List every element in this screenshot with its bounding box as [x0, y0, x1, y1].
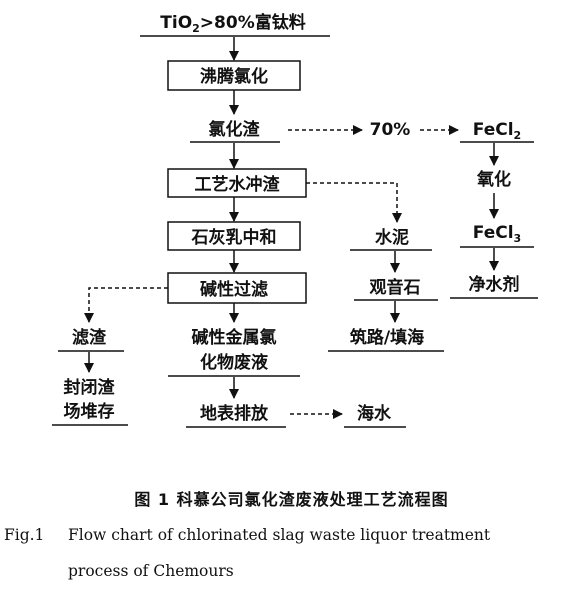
- node-closed-storage-line2: 场堆存: [64, 401, 115, 422]
- caption-english-line2: process of Chemours: [68, 562, 234, 580]
- node-lime-neutralization: 石灰乳中和: [191, 227, 277, 248]
- node-closed-storage-line1: 封闭渣: [64, 377, 116, 398]
- flow-chart: TiO2>80%富钛料 沸腾氯化 氯化渣 70% FeCl2 氧化 FeCl3 …: [52, 12, 538, 428]
- node-chlorinated-slag: 氯化渣: [209, 119, 261, 140]
- node-fecl3: FeCl3: [473, 223, 521, 245]
- caption-figure-number: Fig.1: [4, 526, 45, 544]
- node-process-water-flush: 工艺水冲渣: [195, 174, 281, 195]
- node-raw-material: TiO2>80%富钛料: [160, 12, 305, 35]
- dash-filter-residue: [84, 287, 168, 323]
- node-road-reclamation: 筑路/填海: [350, 327, 424, 348]
- dash-flush-cement: [306, 182, 402, 223]
- node-boiling-chlorination: 沸腾氯化: [200, 66, 268, 87]
- node-seawater: 海水: [357, 403, 392, 424]
- node-cement: 水泥: [375, 227, 409, 248]
- node-fecl2: FeCl2: [473, 120, 521, 142]
- node-alkaline-filtration: 碱性过滤: [200, 279, 268, 300]
- node-guanyin-stone: 观音石: [369, 277, 421, 298]
- node-70-percent: 70%: [370, 120, 411, 140]
- caption-chinese: 图 1 科慕公司氯化渣废液处理工艺流程图: [134, 490, 449, 509]
- node-surface-discharge: 地表排放: [200, 403, 269, 424]
- node-filter-residue: 滤渣: [72, 327, 107, 348]
- caption-english-line1: Fig.1 Flow chart of chlorinated slag wast…: [4, 526, 579, 544]
- node-waste-liquor-line2: 化物废液: [200, 352, 268, 373]
- node-oxidation: 氧化: [476, 169, 511, 190]
- node-water-purifier: 净水剂: [469, 274, 520, 295]
- node-waste-liquor-line1: 碱性金属氯: [192, 327, 277, 348]
- caption-english-text1: Flow chart of chlorinated slag waste liq…: [68, 526, 491, 544]
